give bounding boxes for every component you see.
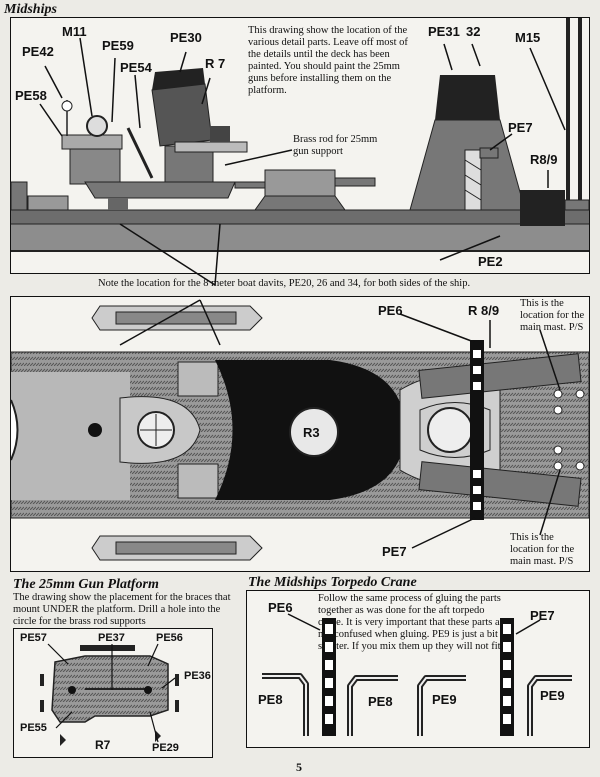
gun-platform-title: The 25mm Gun Platform [13,577,159,592]
torpedo-crane-title: The Midships Torpedo Crane [248,575,417,590]
label-pe7-crane: PE7 [530,608,555,623]
label-pe8-left: PE8 [258,692,283,707]
torpedo-crane-text: Follow the same process of gluing the pa… [318,593,508,652]
label-pe7-deck: PE7 [382,544,407,559]
label-pe56: PE56 [156,632,183,644]
page-number: 5 [296,760,302,774]
gun-platform-text: The drawing show the placement for the b… [13,592,231,627]
davit-note: Note the location for the 8 meter boat d… [98,278,471,289]
label-pe9-left: PE9 [432,692,457,707]
label-r3: R3 [303,425,320,440]
brass-rod-note: Brass rod for 25mm gun support [293,134,378,157]
label-pe9-right: PE9 [540,688,565,703]
label-r8-9-deck: R 8/9 [468,303,500,318]
label-pe30: PE30 [170,30,202,45]
label-pe57: PE57 [20,632,47,644]
label-pe8-right: PE8 [368,694,393,709]
label-r7: R 7 [205,56,226,71]
label-pe55: PE55 [20,722,47,734]
mast-note-top: This is the location for the main mast. … [520,298,585,333]
label-pe6-deck: PE6 [378,303,403,318]
label-r7-platform: R7 [95,738,111,752]
label-pe42: PE42 [22,44,54,59]
label-pe59: PE59 [102,38,134,53]
section-title: Midships [4,2,57,17]
label-pe29: PE29 [152,742,179,754]
label-pe2: PE2 [478,254,503,269]
label-pe36: PE36 [184,670,211,682]
mast-note-bottom: This is the location for the main mast. … [510,532,575,567]
label-pe37: PE37 [98,632,125,644]
label-m11: M11 [62,24,87,39]
label-pe58: PE58 [15,88,47,103]
label-32: 32 [466,24,481,39]
label-pe7-top: PE7 [508,120,533,135]
label-m15: M15 [515,30,541,45]
elevation-note: This drawing show the location of the va… [248,25,408,96]
label-r8-9: R8/9 [530,152,558,167]
label-pe6-crane: PE6 [268,600,293,615]
label-pe31: PE31 [428,24,460,39]
label-pe54: PE54 [120,60,152,75]
